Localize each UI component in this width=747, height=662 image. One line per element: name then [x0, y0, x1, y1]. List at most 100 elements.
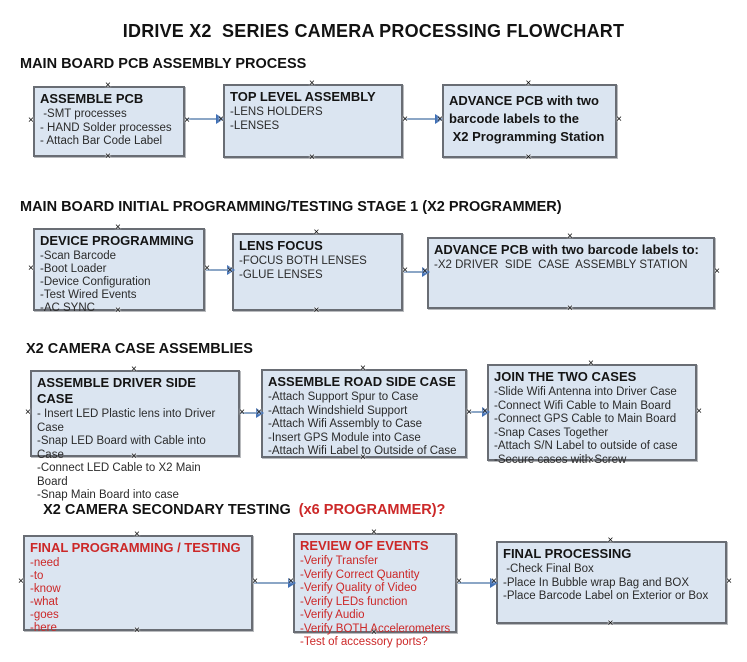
box-line: -Snap Main Board into case — [37, 489, 179, 501]
section-heading-secondary-testing: X2 CAMERA SECONDARY TESTING (x6 PROGRAMM… — [27, 486, 445, 534]
connection-point-icon[interactable] — [314, 306, 320, 316]
box-title: FINAL PROGRAMMING / TESTING — [30, 540, 241, 555]
box-line: -know — [30, 583, 61, 595]
box-line: -Boot Loader — [40, 263, 107, 275]
box-line: -Scan Barcode — [40, 250, 117, 262]
connection-point-icon[interactable] — [491, 577, 497, 587]
flow-box-advance-pcb-programming-station[interactable]: ADVANCE PCB with two barcode labels to t… — [442, 84, 617, 158]
connection-point-icon[interactable] — [567, 304, 573, 314]
flow-box-join-the-two-cases[interactable]: JOIN THE TWO CASES -Slide Wifi Antenna i… — [487, 364, 697, 466]
connection-point-icon[interactable] — [105, 81, 111, 91]
box-line: -AC SYNC — [40, 302, 95, 314]
connection-point-icon[interactable] — [134, 626, 140, 636]
connection-point-icon[interactable] — [131, 365, 137, 375]
flow-box-assemble-driver-side-case[interactable]: ASSEMBLE DRIVER SIDE CASE - Insert LED P… — [30, 370, 240, 501]
box-line: -Check Final Box — [503, 563, 594, 575]
connection-point-icon[interactable] — [239, 408, 245, 418]
connection-point-icon[interactable] — [482, 407, 488, 417]
flow-box-device-programming[interactable]: DEVICE PROGRAMMING -Scan Barcode -Boot L… — [33, 228, 205, 314]
connection-point-icon[interactable] — [567, 232, 573, 242]
connection-point-icon[interactable] — [371, 628, 377, 638]
box-line: -FOCUS BOTH LENSES — [239, 255, 367, 267]
flow-box-assemble-road-side-case[interactable]: ASSEMBLE ROAD SIDE CASE -Attach Support … — [261, 369, 467, 458]
box-line: -Test of accessory ports? — [300, 636, 428, 648]
connection-point-icon[interactable] — [218, 115, 224, 125]
flow-arrow[interactable] — [186, 114, 224, 124]
connection-point-icon[interactable] — [526, 153, 532, 163]
box-title: JOIN THE TWO CASES — [494, 369, 637, 384]
connection-point-icon[interactable] — [437, 115, 443, 125]
connection-point-icon[interactable] — [25, 408, 31, 418]
box-title: FINAL PROCESSING — [503, 546, 632, 561]
connection-point-icon[interactable] — [456, 577, 462, 587]
box-line: -GLUE LENSES — [239, 268, 323, 281]
flow-box-final-processing[interactable]: FINAL PROCESSING -Check Final Box -Place… — [496, 541, 727, 624]
box-line: -need — [30, 557, 60, 569]
connection-point-icon[interactable] — [115, 306, 121, 316]
connection-point-icon[interactable] — [256, 408, 262, 418]
connection-point-icon[interactable] — [402, 115, 408, 125]
flow-box-lens-focus[interactable]: LENS FOCUS -FOCUS BOTH LENSES -GLUE LENS… — [232, 233, 403, 311]
box-title: ASSEMBLE ROAD SIDE CASE — [268, 374, 456, 389]
connection-point-icon[interactable] — [252, 577, 258, 587]
connection-point-icon[interactable] — [588, 456, 594, 466]
flow-arrow[interactable] — [404, 114, 443, 124]
box-line: -Snap Cases Together — [494, 426, 609, 439]
flow-box-assemble-pcb[interactable]: ASSEMBLE PCB -SMT processes - HAND Solde… — [33, 86, 185, 157]
box-line: -Connect Wifi Cable to Main Board — [494, 399, 672, 412]
flow-box-final-programming-testing[interactable]: FINAL PROGRAMMING / TESTING -need -to -k… — [23, 535, 253, 634]
flow-arrow[interactable] — [254, 578, 296, 588]
box-line: -Device Configuration — [40, 276, 151, 288]
connection-point-icon[interactable] — [402, 266, 408, 276]
connection-point-icon[interactable] — [309, 153, 315, 163]
connection-point-icon[interactable] — [466, 408, 472, 418]
connection-point-icon[interactable] — [526, 79, 532, 89]
connection-point-icon[interactable] — [360, 453, 366, 463]
box-line: -what — [30, 596, 59, 608]
connection-point-icon[interactable] — [227, 266, 233, 276]
connection-point-icon[interactable] — [422, 267, 428, 277]
box-title: ADVANCE PCB with two barcode labels to t… — [449, 93, 605, 144]
connection-point-icon[interactable] — [309, 79, 315, 89]
connection-point-icon[interactable] — [204, 264, 210, 274]
flow-arrow[interactable] — [458, 578, 498, 588]
connection-point-icon[interactable] — [134, 530, 140, 540]
connection-point-icon[interactable] — [360, 364, 366, 374]
connection-point-icon[interactable] — [28, 116, 34, 126]
connection-point-icon[interactable] — [115, 223, 121, 233]
flow-box-advance-pcb-driver-side-station[interactable]: ADVANCE PCB with two barcode labels to: … — [427, 237, 715, 309]
box-line: -goes — [30, 609, 59, 621]
connection-point-icon[interactable] — [616, 115, 622, 125]
box-line: -Test Wired Events — [40, 289, 137, 301]
box-line: -Insert GPS Module into Case — [268, 431, 421, 444]
box-line: -X2 DRIVER SIDE CASE ASSEMBLY STATION — [434, 259, 688, 271]
box-line: -Verify Correct Quantity — [300, 568, 420, 581]
connection-point-icon[interactable] — [131, 452, 137, 462]
box-line: -Snap LED Board with Cable into Case — [37, 435, 209, 461]
box-line: -Attach Support Spur to Case — [268, 391, 419, 403]
connection-point-icon[interactable] — [105, 152, 111, 162]
connection-point-icon[interactable] — [18, 577, 24, 587]
box-title: ASSEMBLE PCB — [40, 91, 144, 106]
box-line: -SMT processes — [40, 108, 127, 120]
connection-point-icon[interactable] — [726, 577, 732, 587]
connection-point-icon[interactable] — [184, 116, 190, 126]
flow-box-review-of-events[interactable]: REVIEW OF EVENTS -Verify Transfer -Verif… — [293, 533, 457, 648]
page-title: IDRIVE X2 SERIES CAMERA PROCESSING FLOWC… — [122, 21, 625, 41]
box-line: - Attach Bar Code Label — [40, 135, 163, 147]
box-line: -Secure cases with Screw — [494, 453, 627, 466]
flow-box-top-level-assembly[interactable]: TOP LEVEL ASSEMBLY -LENS HOLDERS -LENSES — [223, 84, 403, 158]
connection-point-icon[interactable] — [28, 264, 34, 274]
box-line: -to — [30, 570, 44, 582]
connection-point-icon[interactable] — [608, 619, 614, 629]
connection-point-icon[interactable] — [588, 359, 594, 369]
connection-point-icon[interactable] — [608, 536, 614, 546]
connection-point-icon[interactable] — [714, 267, 720, 277]
connection-point-icon[interactable] — [288, 577, 294, 587]
box-line: -here — [30, 622, 57, 634]
box-line: -Connect LED Cable to X2 Main Board — [37, 462, 204, 488]
connection-point-icon[interactable] — [371, 528, 377, 538]
connection-point-icon[interactable] — [696, 407, 702, 417]
connection-point-icon[interactable] — [314, 228, 320, 238]
